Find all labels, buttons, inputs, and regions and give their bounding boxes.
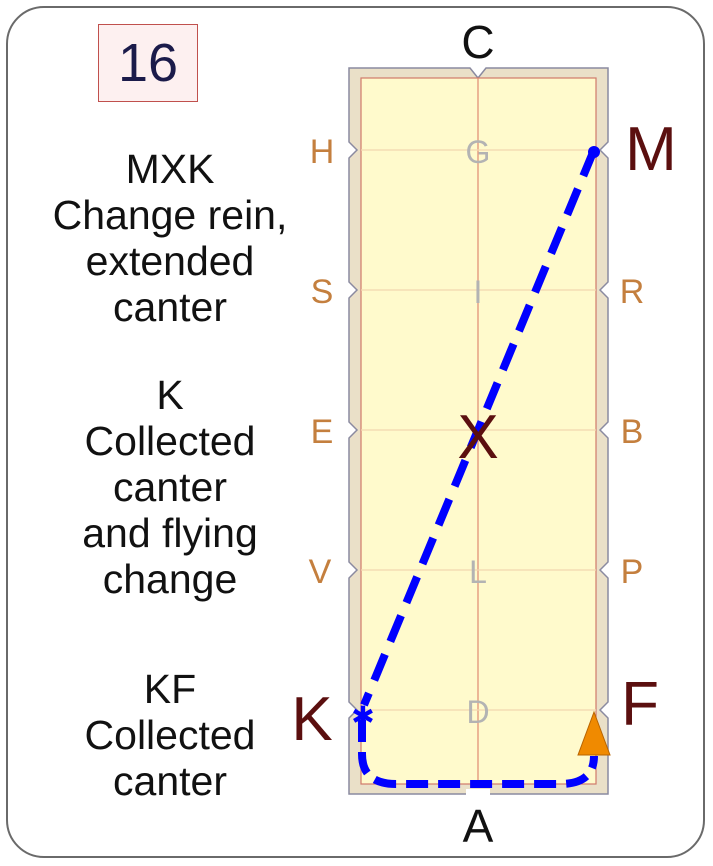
instruction-line: K [156,372,184,418]
path-kaf [358,720,598,788]
instruction-line: extended [85,238,255,284]
letter-a: A [463,800,494,852]
letter-d: D [466,694,489,730]
movement-number-badge: 16 [98,24,198,102]
instruction-line: Collected [84,418,256,464]
letter-e: E [311,413,334,451]
path-diagonal-mxk [360,148,598,707]
triangle-icon [577,710,611,756]
instruction-line: canter [113,284,227,330]
letter-v: V [309,553,332,591]
letter-x: X [457,403,498,472]
letter-k: K [291,685,332,754]
movement-number: 16 [117,33,179,93]
instruction-line: change [102,556,238,602]
letter-f: F [621,670,659,739]
instruction-line: Collected [84,712,256,758]
letter-p: P [621,553,644,591]
instruction-mxk: MXK Change rein, extended canter [20,146,320,330]
letter-l: L [469,554,487,590]
instruction-line: MXK [125,146,215,192]
instruction-line: KF [143,666,197,712]
letter-i: I [474,274,483,310]
letter-r: R [620,273,645,311]
letter-b: B [621,413,644,451]
instruction-kf: KF Collected canter [20,666,320,804]
letter-g: G [466,134,491,170]
letter-c: C [461,16,494,68]
instruction-line: and flying [82,510,258,556]
instruction-line: Change rein, [52,192,288,238]
letter-h: H [310,133,335,171]
a-gap [466,789,490,797]
instruction-line: canter [113,464,227,510]
star-icon: ✱ [351,700,374,733]
instruction-k: K Collected canter and flying change [20,372,320,602]
instruction-line: canter [113,758,227,804]
letter-m: M [625,115,677,184]
letter-s: S [311,273,334,311]
path-start-dot [588,146,600,158]
